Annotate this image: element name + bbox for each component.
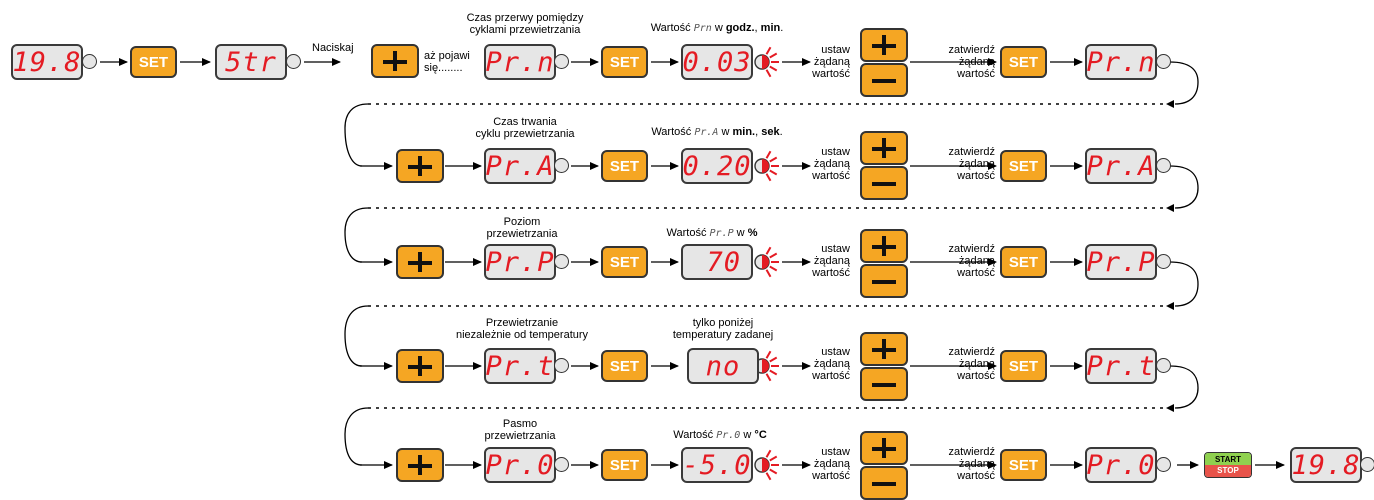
set-button[interactable]: SET [601, 46, 648, 78]
set-button[interactable]: SET [1000, 350, 1047, 382]
plus-button[interactable] [860, 431, 908, 465]
value-display: 0.20 [681, 148, 753, 184]
value-caption: Wartość Pr.A w min., sek. [651, 126, 783, 138]
param-display-pr0: Pr.0 [1085, 447, 1157, 483]
value-display: 0.03 [681, 44, 753, 80]
minus-button[interactable] [860, 63, 908, 97]
until-label: aż pojawi się........ [424, 50, 470, 74]
start-stop-button[interactable]: START STOP [1204, 452, 1252, 478]
param-display-prn: Pr.n [1085, 44, 1157, 80]
set-button[interactable]: SET [1000, 246, 1047, 278]
value-caption: Wartość Pr.P w % [666, 227, 758, 239]
value-caption: Wartość Prn w godz., min. [650, 22, 784, 34]
set-button[interactable]: SET [601, 449, 648, 481]
plus-button[interactable] [396, 448, 444, 482]
indicator-led [554, 358, 569, 373]
param-display-prn: Pr.n [484, 44, 556, 80]
blinking-led-icon [754, 246, 779, 278]
set-button[interactable]: SET [601, 350, 648, 382]
plus-button[interactable] [860, 131, 908, 165]
param-display-prp: Pr.P [484, 244, 556, 280]
param-display-prt: Pr.t [484, 348, 556, 384]
set-button[interactable]: SET [601, 150, 648, 182]
indicator-led [1360, 457, 1374, 472]
blinking-led-icon [754, 46, 779, 78]
plus-button[interactable] [396, 349, 444, 383]
value-display: no [687, 348, 759, 384]
indicator-led [1156, 54, 1171, 69]
minus-button[interactable] [860, 367, 908, 401]
indicator-led [1156, 457, 1171, 472]
indicator-led [286, 54, 301, 69]
indicator-led [554, 254, 569, 269]
press-label: Naciskaj [312, 42, 354, 54]
plus-button[interactable] [860, 28, 908, 62]
str-display: 5tr [215, 44, 287, 80]
plus-button[interactable] [860, 229, 908, 263]
minus-button[interactable] [860, 264, 908, 298]
plus-button[interactable] [396, 149, 444, 183]
set-button[interactable]: SET [130, 46, 177, 78]
param-display-pr0: Pr.0 [484, 447, 556, 483]
param-display-pra: Pr.A [484, 148, 556, 184]
set-button[interactable]: SET [1000, 150, 1047, 182]
indicator-led [1156, 358, 1171, 373]
indicator-led [1156, 254, 1171, 269]
plus-button[interactable] [860, 332, 908, 366]
indicator-led [554, 54, 569, 69]
indicator-led [82, 54, 97, 69]
stop-label: STOP [1205, 465, 1251, 477]
minus-button[interactable] [860, 166, 908, 200]
indicator-led [554, 457, 569, 472]
plus-button[interactable] [371, 44, 419, 78]
set-button[interactable]: SET [1000, 449, 1047, 481]
value-display: -5.0 [681, 447, 753, 483]
value-display: 70 [681, 244, 753, 280]
indicator-led [1156, 158, 1171, 173]
set-button[interactable]: SET [1000, 46, 1047, 78]
start-label: START [1205, 453, 1251, 465]
plus-button[interactable] [396, 245, 444, 279]
param-display-prp: Pr.P [1085, 244, 1157, 280]
param-display-prt: Pr.t [1085, 348, 1157, 384]
value-caption: Wartość Pr.0 w °C [673, 429, 767, 441]
blinking-led-icon [754, 449, 779, 481]
indicator-led [554, 158, 569, 173]
param-display-pra: Pr.A [1085, 148, 1157, 184]
start-temperature-display: 19.8 [11, 44, 83, 80]
blinking-led-icon [754, 150, 779, 182]
end-temperature-display: 19.8 [1290, 447, 1362, 483]
set-button[interactable]: SET [601, 246, 648, 278]
minus-button[interactable] [860, 466, 908, 500]
